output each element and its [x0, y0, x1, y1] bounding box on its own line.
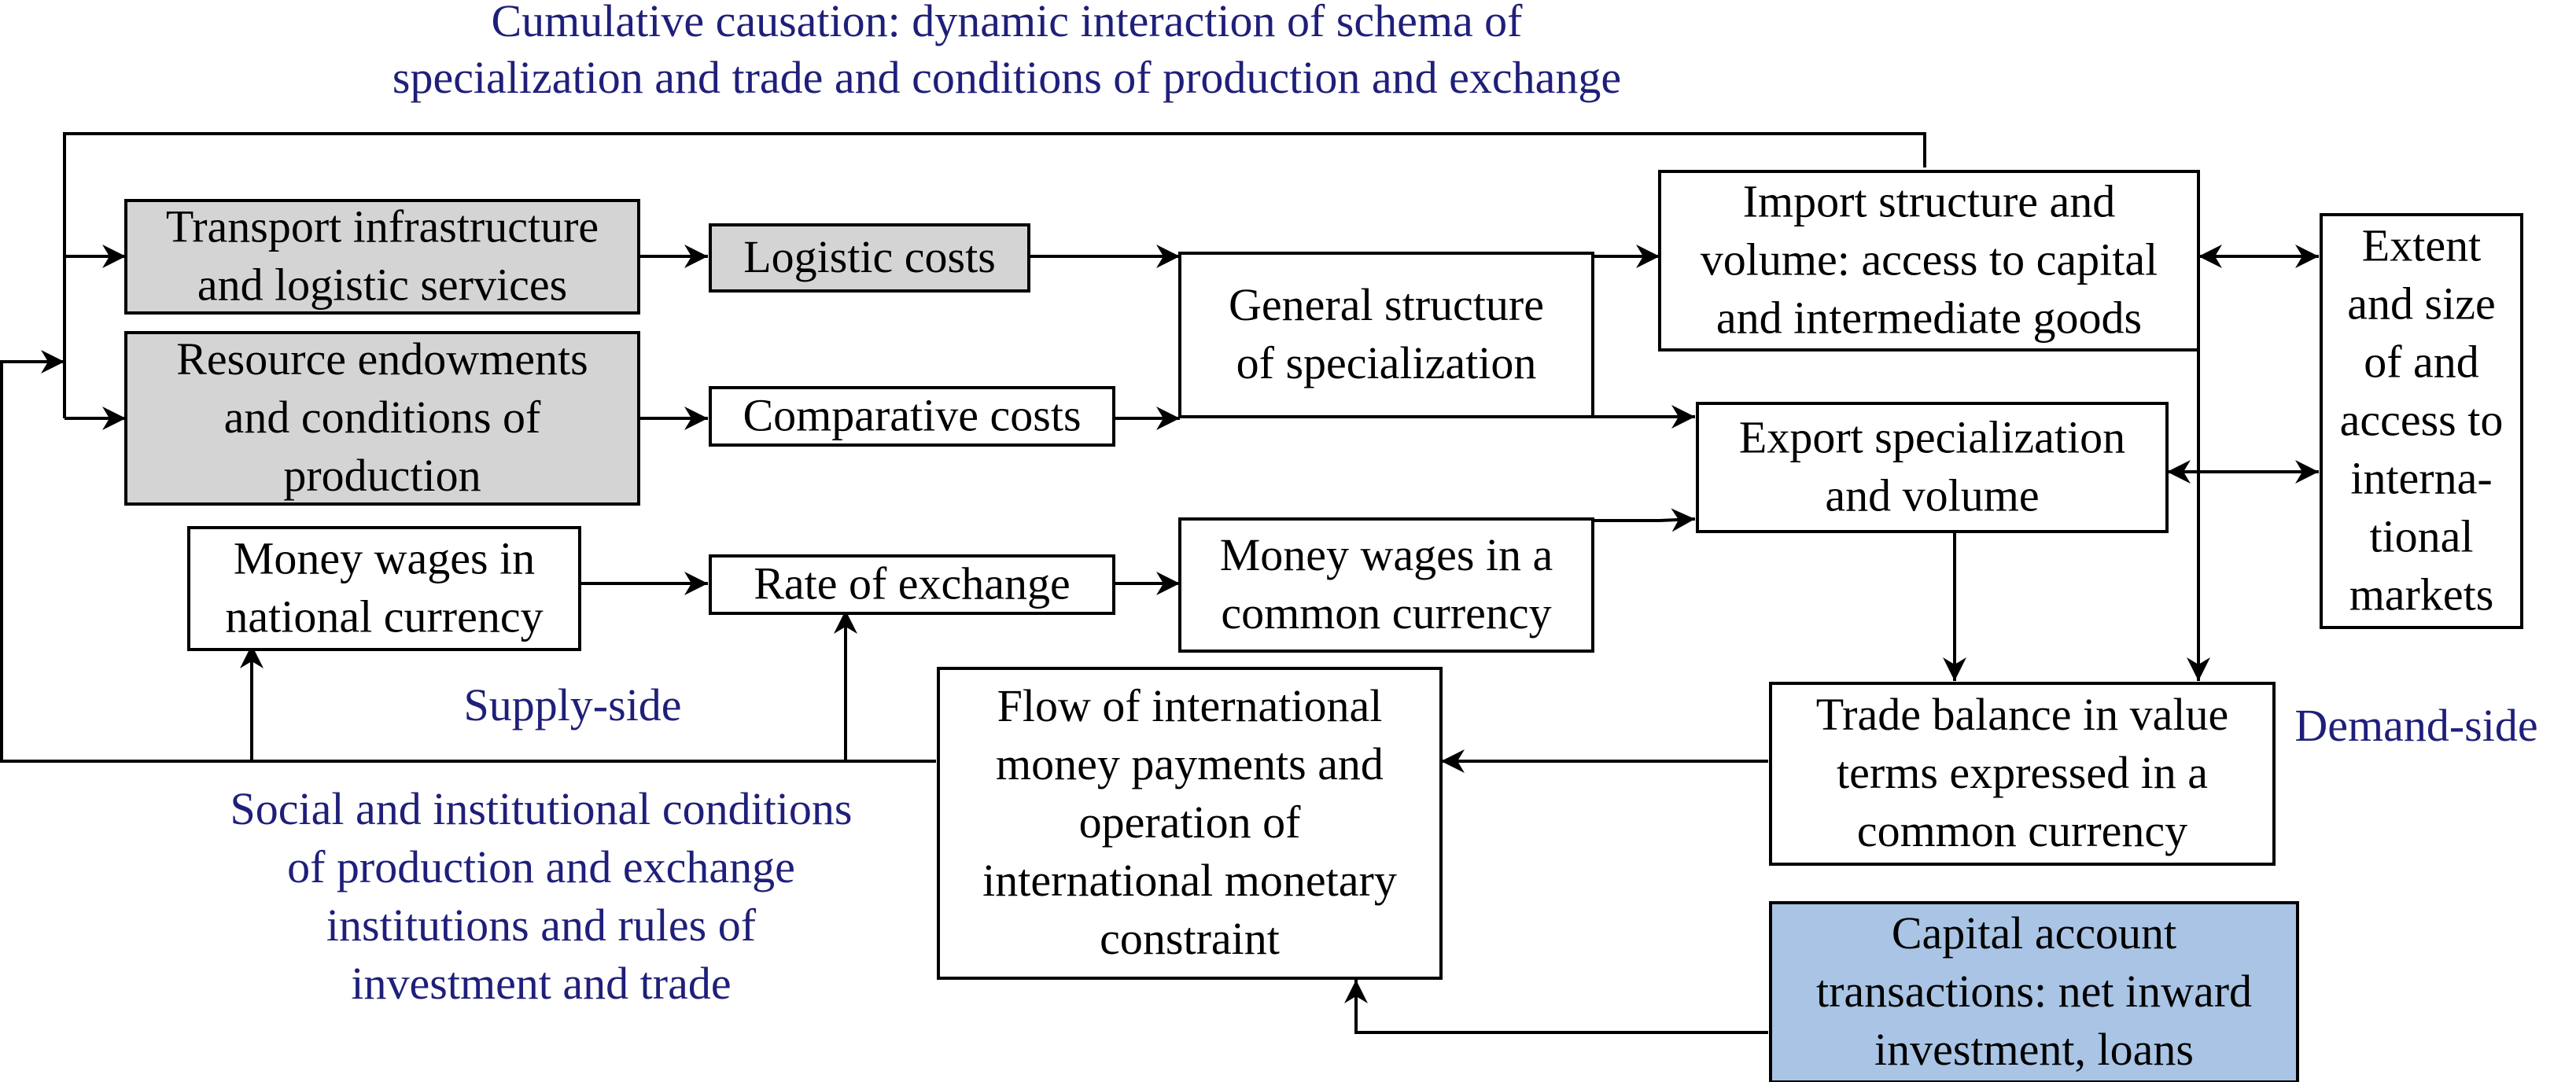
box-extent-markets-frame	[2320, 213, 2523, 629]
box-extent-markets-line-1: Extent	[2362, 219, 2481, 270]
box-extent-markets: Extent and size of and access to interna-tio…	[2320, 213, 2523, 629]
box-resource-line-1: Resource endowments	[176, 333, 588, 385]
box-capital-account: Capital account transactions: net inward i…	[1769, 901, 2299, 1082]
box-logistic-costs-line-1: Logistic costs	[743, 231, 996, 282]
box-trade-balance-frame	[1769, 682, 2276, 866]
title-line-1: Cumulative causation: dynamic interactio…	[491, 0, 1523, 46]
box-general-structure: General structure of specialization	[1178, 252, 1594, 418]
box-capital-account-line-2: transactions: net inward	[1816, 966, 2252, 1017]
box-transport-line-2: and logistic services	[197, 259, 567, 310]
box-import-structure: Import structure and volume: access to ca…	[1658, 170, 2200, 351]
box-general-structure-line-1: General structure	[1229, 279, 1544, 330]
box-rate-of-exchange-line-1: Rate of exchange	[754, 558, 1071, 609]
feedback-left-line	[0, 350, 936, 763]
box-trade-balance-line-1: Trade balance in value	[1816, 689, 2229, 740]
social-institutional-label: Social and institutional conditions of p…	[230, 783, 853, 1009]
arrow-common-export	[1593, 508, 1696, 532]
box-transport: Transport infrastructure and logistic ser…	[124, 199, 640, 315]
box-logistic-costs: Logistic costs	[709, 223, 1030, 293]
box-import-structure-line-1: Import structure and	[1743, 175, 2116, 226]
box-capital-account-line-1: Capital account	[1892, 907, 2176, 959]
box-transport-frame	[124, 199, 640, 315]
box-trade-balance-line-3: common currency	[1857, 805, 2187, 856]
box-logistic-costs-frame	[709, 223, 1030, 293]
title-line-2: specialization and trade and conditions …	[392, 52, 1621, 103]
box-comparative-costs: Comparative costs	[709, 386, 1115, 447]
box-general-structure-frame	[1178, 252, 1594, 418]
social-line-1: Social and institutional conditions	[230, 783, 853, 834]
box-flow-payments-frame	[937, 667, 1443, 980]
feedback-top-line	[63, 132, 1926, 418]
box-money-wages-common-line-2: common currency	[1221, 587, 1551, 639]
box-transport-line-1: Transport infrastructure	[166, 201, 599, 252]
social-line-3: institutions and rules of	[326, 900, 757, 951]
box-capital-account-line-3: investment, loans	[1874, 1024, 2194, 1075]
box-comparative-costs-line-1: Comparative costs	[743, 389, 1081, 440]
box-import-structure-line-2: volume: access to capital	[1701, 234, 2158, 285]
arrow-capital-flow	[1344, 980, 1768, 1034]
box-money-wages-common-frame	[1178, 517, 1594, 653]
box-money-wages-common-line-1: Money wages in a	[1220, 529, 1553, 580]
box-comparative-costs-frame	[709, 386, 1115, 447]
box-extent-markets-line-7: markets	[2349, 569, 2494, 620]
box-import-structure-frame	[1658, 170, 2200, 351]
box-general-structure-line-2: of specialization	[1236, 337, 1537, 388]
box-money-wages-national-frame	[187, 526, 581, 651]
box-resource-line-2: and conditions of	[224, 392, 541, 443]
box-flow-payments-line-2: money payments and	[996, 738, 1384, 789]
box-extent-markets-line-3: of and	[2364, 336, 2479, 387]
box-extent-markets-line-2: and size	[2347, 278, 2495, 329]
box-flow-payments-line-3: operation of	[1079, 797, 1302, 848]
box-money-wages-common: Money wages in a common currency	[1178, 517, 1594, 653]
box-trade-balance-line-2: terms expressed in a	[1837, 747, 2208, 798]
connectors	[0, 132, 2319, 1034]
box-export-specialization-line-1: Export specialization	[1739, 411, 2125, 462]
box-capital-account-frame	[1769, 901, 2299, 1082]
box-extent-markets-line-4: access to	[2340, 394, 2504, 445]
box-resource-frame	[124, 331, 640, 506]
boxes: Transport infrastructure and logistic ser…	[124, 170, 2523, 1082]
box-flow-payments-line-5: constraint	[1100, 913, 1280, 964]
box-resource-line-3: production	[283, 450, 481, 501]
box-money-wages-national-line-2: national currency	[225, 591, 543, 642]
social-line-4: investment and trade	[351, 958, 731, 1009]
box-flow-payments-line-4: international monetary	[982, 855, 1397, 906]
box-money-wages-national: Money wages in national currency	[187, 526, 581, 651]
demand-side-label: Demand-side	[2294, 700, 2537, 751]
box-resource: Resource endowments and conditions of prod…	[124, 331, 640, 506]
box-export-specialization-line-2: and volume	[1825, 469, 2039, 521]
box-flow-payments: Flow of international money payments and o…	[937, 667, 1443, 980]
box-money-wages-national-line-1: Money wages in	[234, 532, 535, 583]
box-rate-of-exchange: Rate of exchange	[709, 554, 1115, 615]
social-line-2: of production and exchange	[287, 841, 795, 892]
box-import-structure-line-3: and intermediate goods	[1716, 292, 2142, 343]
box-extent-markets-line-5: interna-	[2350, 452, 2492, 503]
box-export-specialization-frame	[1696, 402, 2169, 533]
box-extent-markets-line-6: tional	[2369, 510, 2473, 561]
box-rate-of-exchange-frame	[709, 554, 1115, 615]
box-flow-payments-line-1: Flow of international	[997, 680, 1383, 731]
box-export-specialization: Export specialization and volume	[1696, 402, 2169, 533]
supply-side-label: Supply-side	[463, 679, 681, 731]
box-trade-balance: Trade balance in value terms expressed in…	[1769, 682, 2276, 866]
